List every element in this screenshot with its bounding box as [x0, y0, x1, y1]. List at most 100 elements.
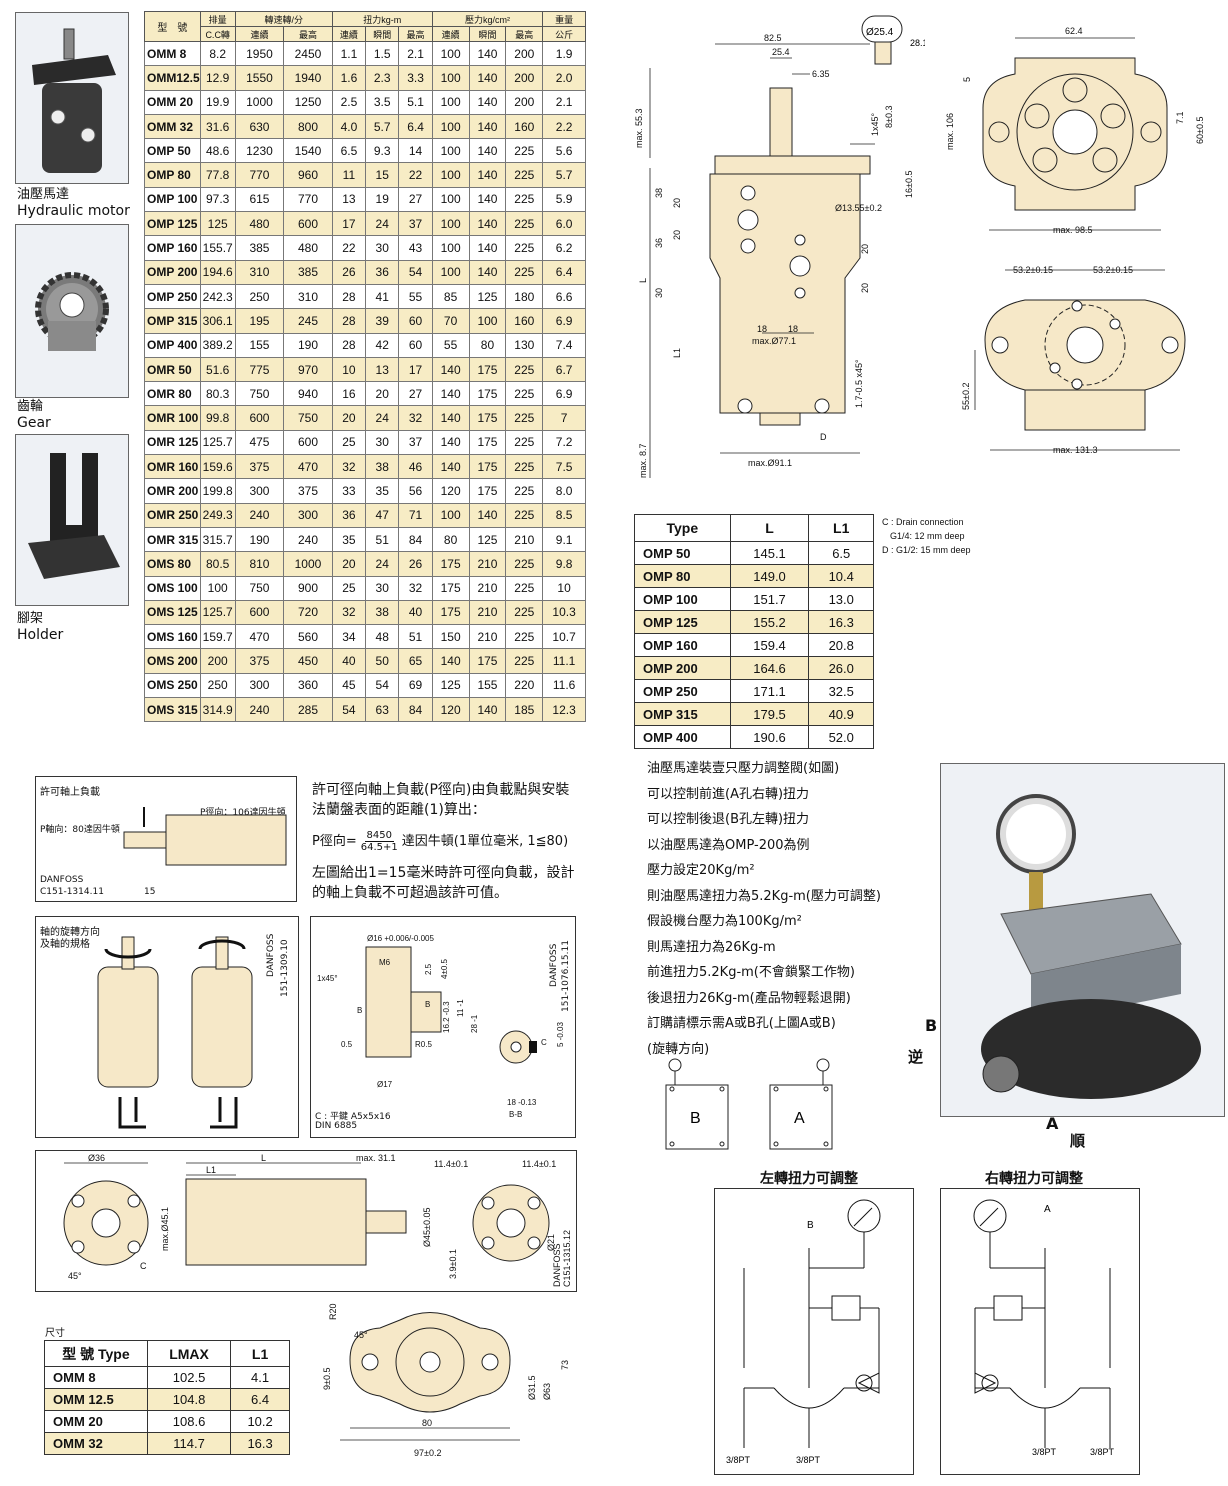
model-cell: OMP 250 — [144, 283, 201, 310]
spec-cell: 100 — [468, 308, 507, 334]
holder-photo — [15, 434, 129, 606]
radial-dim: 15 — [144, 887, 156, 897]
spec-cell: 1550 — [234, 65, 285, 91]
flange-dim: 80 — [422, 1418, 432, 1428]
spec-cell: 22 — [398, 162, 433, 188]
omp-top-view: 62.4 5 max. 106 7.1 60±0.5 max. 98.5 — [945, 26, 1205, 235]
spec-cell: 240 — [283, 526, 333, 553]
spec-cell: 600 — [234, 405, 285, 431]
spec-cell: 8.2 — [199, 40, 236, 67]
spec-cell: 6.9 — [542, 308, 586, 334]
spec-cell: 8.0 — [542, 478, 586, 504]
spec-cell: 185 — [505, 697, 544, 723]
shaft-box: Ø16 +0.006/-0.005 M6 2.5 4±0.5 1x45° B B… — [310, 916, 576, 1138]
spec-cell: 140 — [431, 405, 470, 431]
spec-subheader: 瞬間 — [365, 26, 400, 42]
spec-cell: 1.9 — [542, 40, 586, 67]
spec-cell: 1540 — [283, 138, 333, 164]
port-b-label: B — [690, 1110, 701, 1127]
gear-caption-en: Gear — [17, 415, 51, 431]
spec-cell: 9.8 — [542, 551, 586, 577]
omp-flange-dim: max. 131.3 — [1053, 445, 1098, 455]
value-cell: 159.4 — [729, 633, 810, 657]
spec-cell: 140 — [468, 162, 507, 188]
spec-cell: 63 — [365, 697, 400, 723]
spec-cell: 100 — [431, 259, 470, 285]
formula-rhs: 達因牛頓(1單位毫米, 1≦80) — [401, 833, 569, 849]
spec-cell: 140 — [468, 113, 507, 140]
spec-cell: 750 — [283, 405, 333, 431]
model-cell: OMS 160 — [144, 624, 201, 650]
spec-cell: 32 — [398, 405, 433, 431]
spec-cell: 720 — [283, 599, 333, 626]
shaft-dim: 11 -1 — [456, 999, 465, 1017]
spec-cell: 47 — [365, 502, 400, 528]
spec-cell: 5.9 — [542, 186, 586, 213]
spec-cell: 249.3 — [199, 502, 236, 528]
model-cell: OMP 125 — [634, 610, 731, 634]
table-header: Type — [634, 514, 731, 542]
spec-cell: 100 — [431, 186, 470, 213]
shaft-dim: M6 — [379, 958, 391, 967]
spec-cell: 140 — [468, 211, 507, 237]
model-cell: OMP 200 — [634, 656, 731, 680]
value-cell: 40.9 — [808, 702, 874, 726]
flange-dim: 73 — [560, 1360, 570, 1370]
model-cell: OMM 8 — [144, 40, 201, 67]
spec-subheader: 公斤 — [542, 26, 586, 42]
spec-cell: 77.8 — [199, 162, 236, 188]
spec-cell: 4.0 — [331, 113, 367, 140]
shaft-dim: B — [357, 1006, 362, 1015]
spec-cell: 37 — [398, 429, 433, 456]
rotation-code: 151-1309.10 — [280, 939, 290, 997]
omp-dim-label: max.Ø91.1 — [748, 458, 792, 468]
shaft-din: DIN 6885 — [315, 1121, 358, 1131]
spec-cell: 80.3 — [199, 381, 236, 407]
spec-cell: 48.6 — [199, 138, 236, 164]
value-cell: 179.5 — [729, 702, 810, 726]
spec-cell: 1950 — [234, 40, 285, 67]
spec-cell: 100 — [431, 65, 470, 91]
spec-cell: 20 — [331, 551, 367, 577]
spec-cell: 33 — [331, 478, 367, 504]
omp-dim-label: 38 — [654, 188, 664, 198]
model-cell: OMP 315 — [634, 702, 731, 726]
omp-top-dim: 60±0.5 — [1195, 117, 1205, 144]
spec-cell: 175 — [468, 381, 507, 407]
spec-cell: 2.5 — [331, 89, 367, 115]
spec-cell: 6.4 — [542, 259, 586, 285]
motor-valve-photo — [940, 763, 1225, 1117]
model-cell: OMP 160 — [634, 633, 731, 657]
spec-cell: 210 — [468, 551, 507, 577]
spec-cell: 32 — [398, 575, 433, 601]
spec-cell: 7.5 — [542, 454, 586, 480]
value-cell: 6.5 — [808, 541, 874, 565]
spec-cell: 300 — [234, 672, 285, 699]
flange-dim: 45° — [354, 1330, 368, 1340]
shaft-key: C : 平鍵 A5x5x16 — [315, 1112, 391, 1122]
spec-cell: 800 — [283, 113, 333, 140]
formula-numerator: 8450 — [364, 830, 394, 842]
p-axial-label: P軸向：80達因牛頓 — [40, 825, 120, 835]
model-cell: OMP 400 — [634, 725, 731, 749]
value-cell: 52.0 — [808, 725, 874, 749]
spec-cell: 36 — [365, 259, 400, 285]
spec-cell: 600 — [234, 599, 285, 626]
spec-cell: 6.0 — [542, 211, 586, 237]
spec-cell: 35 — [331, 526, 367, 553]
model-cell: OMS 250 — [144, 672, 201, 699]
omp-note-g12: D : G1/2: 15 mm deep — [882, 545, 971, 555]
spec-cell: 41 — [365, 283, 400, 310]
spec-cell: 199.8 — [199, 478, 236, 504]
spec-cell: 385 — [283, 259, 333, 285]
spec-cell: 1250 — [283, 89, 333, 115]
spec-cell: 480 — [234, 211, 285, 237]
spec-cell: 17 — [331, 211, 367, 237]
